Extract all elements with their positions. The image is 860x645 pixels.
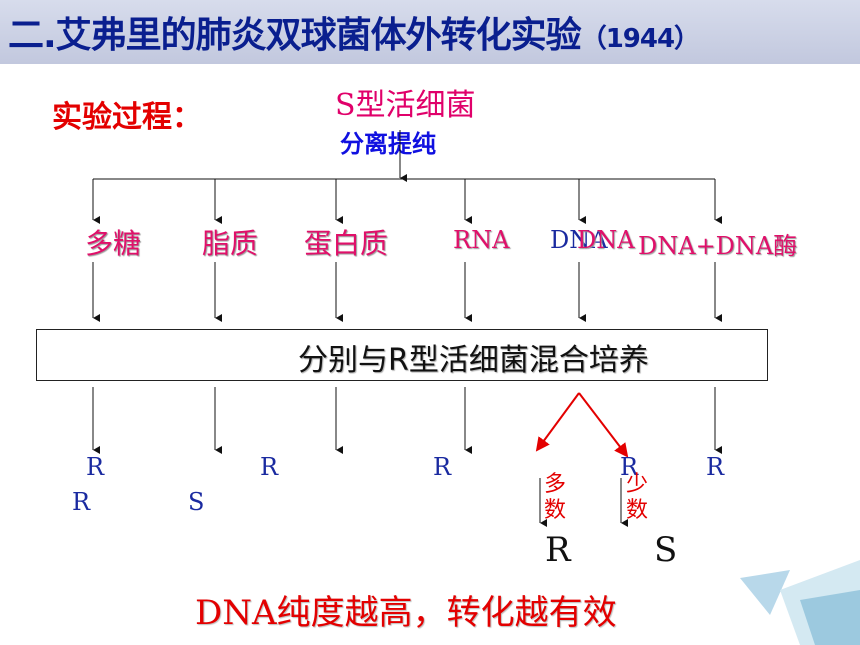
- result-r1: R: [86, 453, 105, 481]
- source-label: S型活细菌: [335, 88, 476, 123]
- result-r6: R: [706, 453, 725, 481]
- title-main: 二.艾弗里的肺炎双球菌体外转化实验: [8, 15, 582, 56]
- result-r5: R: [620, 453, 639, 481]
- split-arrow-left: [535, 392, 580, 452]
- component-lipid: 脂质: [202, 227, 259, 260]
- slide-title: 二.艾弗里的肺炎双球菌体外转化实验（1944）: [8, 6, 700, 58]
- conclusion: DNA纯度越高，转化越有效: [195, 593, 617, 633]
- component-polysaccharide: 多糖: [85, 227, 142, 260]
- process-label: 实验过程：: [52, 100, 202, 135]
- majority-result: R: [545, 530, 571, 570]
- component-protein: 蛋白质: [304, 227, 389, 260]
- corner-decoration: [740, 560, 860, 645]
- result-r1b: R: [72, 488, 91, 516]
- split-arrow-right: [578, 392, 629, 458]
- mix-box-text: 分别与R型活细菌混合培养: [298, 343, 649, 378]
- majority-label: 多数: [544, 472, 567, 523]
- mix-box: [36, 329, 768, 381]
- title-bar: 二.艾弗里的肺炎双球菌体外转化实验（1944）: [0, 0, 860, 64]
- result-r3: R: [260, 453, 279, 481]
- result-s2: S: [188, 488, 205, 516]
- result-r4: R: [433, 453, 452, 481]
- separation-label: 分离提纯: [340, 130, 436, 158]
- component-rna: RNA: [453, 226, 510, 254]
- title-year: （1944）: [580, 24, 700, 54]
- minority-label: 少数: [626, 472, 649, 523]
- component-dna-overlap: DNA: [550, 226, 608, 254]
- component-dna: DNA: [577, 226, 635, 254]
- component-dna-enzyme: DNA+DNA酶: [638, 232, 798, 260]
- minority-result: S: [654, 530, 678, 570]
